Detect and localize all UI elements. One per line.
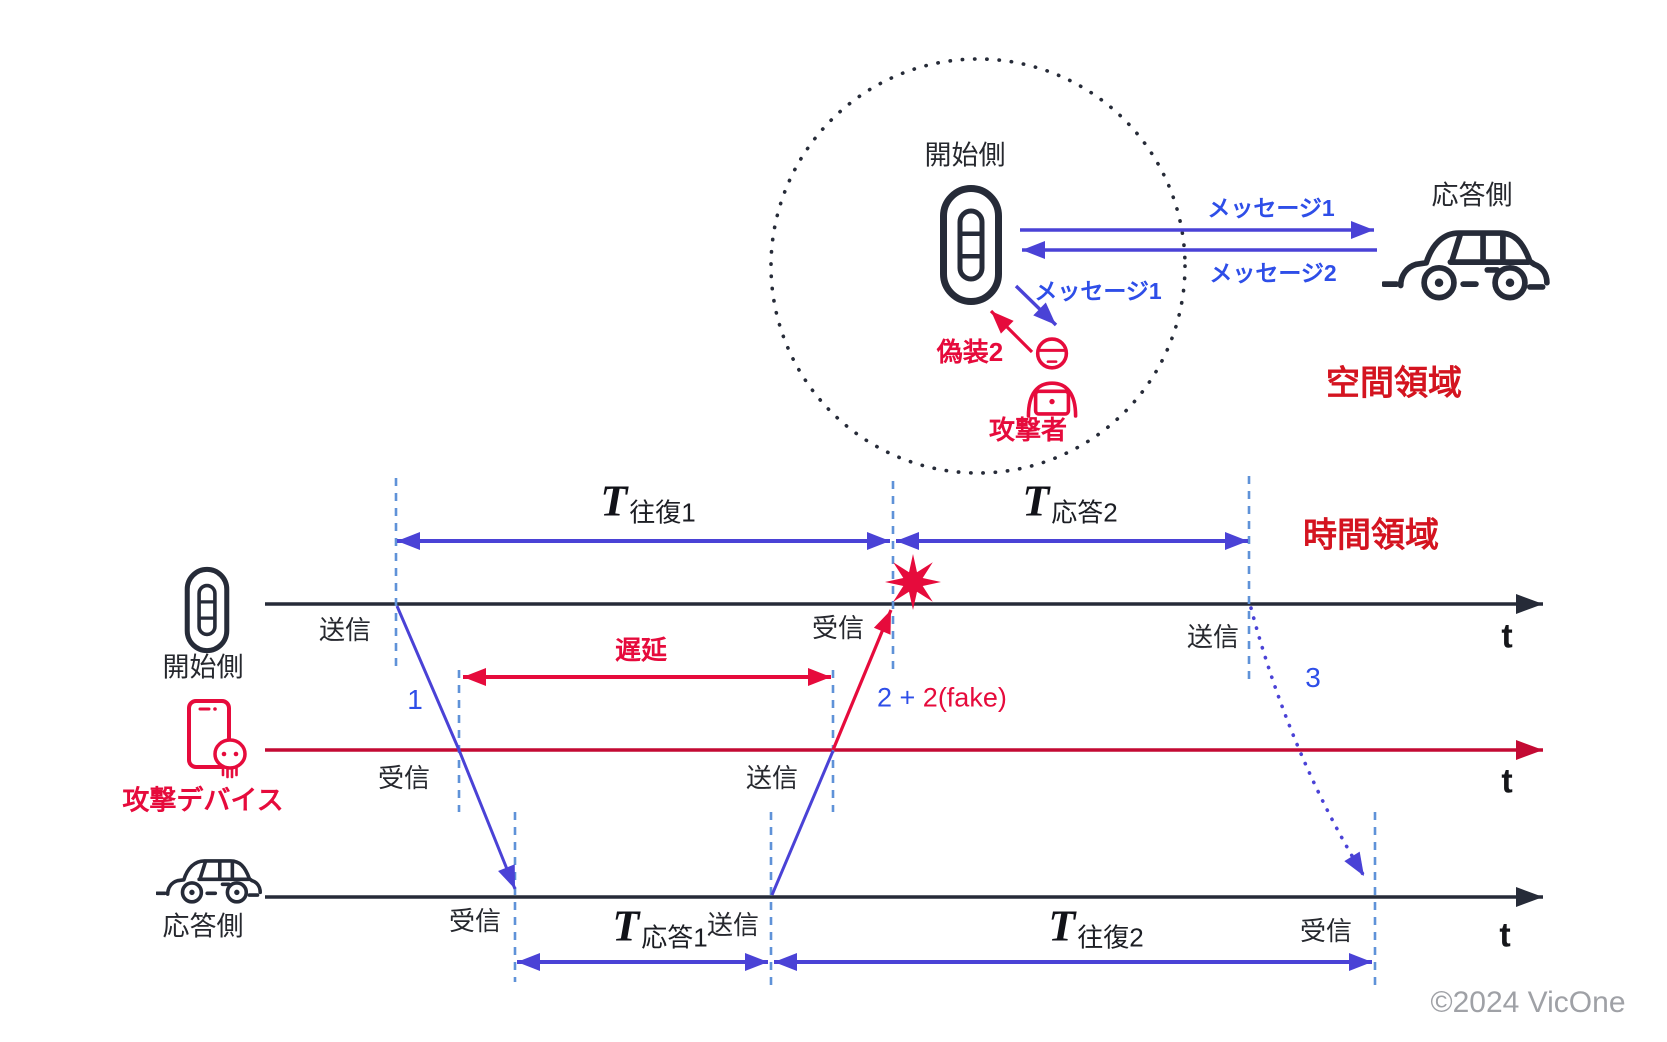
row-label-attacker: 攻撃デバイス bbox=[122, 785, 284, 816]
key-fob-icon-row bbox=[187, 569, 227, 650]
t-subscript: 応答1 bbox=[641, 922, 708, 953]
copyright-text: ©2024 VicOne bbox=[1430, 985, 1626, 1019]
event-initiator-receive: 受信 bbox=[811, 613, 865, 644]
message3-trajectory bbox=[1249, 606, 1366, 878]
t-symbol: T bbox=[612, 901, 640, 951]
proximity-range-circle bbox=[769, 57, 1187, 475]
event-attacker-receive: 受信 bbox=[377, 763, 431, 794]
t-symbol: T bbox=[1048, 901, 1076, 951]
attacker-label: 攻撃者 bbox=[988, 415, 1068, 446]
event-initiator-send1: 送信 bbox=[318, 615, 372, 646]
message2-fake-trajectory bbox=[831, 609, 893, 751]
event-responder-send: 送信 bbox=[706, 910, 760, 941]
delay-label: 遅延 bbox=[614, 635, 668, 666]
event-responder-receive2: 受信 bbox=[1299, 916, 1353, 947]
message2-real-part: 2 + bbox=[877, 682, 923, 713]
attacker-message1-arrow bbox=[1014, 284, 1058, 327]
message3-number: 3 bbox=[1305, 661, 1321, 693]
t-axis-initiator: t bbox=[1501, 617, 1513, 656]
row-label-initiator: 開始側 bbox=[162, 652, 244, 683]
attacker-message1-label: メッセージ1 bbox=[1034, 277, 1162, 304]
time-domain-label: 時間領域 bbox=[1303, 516, 1439, 555]
spatial-domain-label: 空間領域 bbox=[1326, 364, 1462, 403]
spoof-label: 偽装2 bbox=[936, 337, 1004, 368]
key-fob-icon bbox=[944, 189, 999, 302]
responder-title: 応答側 bbox=[1431, 180, 1513, 211]
t-subscript: 往復2 bbox=[1077, 922, 1144, 953]
message2-number: 2 + 2(fake) bbox=[877, 682, 1007, 713]
attack-burst-icon bbox=[885, 554, 941, 610]
attack-device-icon bbox=[187, 699, 247, 779]
t-subscript: 応答2 bbox=[1051, 497, 1118, 528]
message1-trajectory bbox=[395, 605, 517, 890]
spoof-arrow bbox=[989, 309, 1034, 354]
attacker-person-icon bbox=[1026, 337, 1078, 418]
car-icon-row bbox=[156, 859, 262, 904]
t-subscript: 往復1 bbox=[629, 497, 696, 528]
event-responder-receive1: 受信 bbox=[448, 906, 502, 937]
message2-trajectory bbox=[770, 750, 835, 896]
message1-number: 1 bbox=[407, 683, 423, 715]
initiator-title: 開始側 bbox=[924, 140, 1006, 171]
message2-fake-part: 2(fake) bbox=[922, 682, 1007, 713]
message2-label: メッセージ2 bbox=[1209, 259, 1337, 286]
event-initiator-send2: 送信 bbox=[1186, 622, 1240, 653]
row-label-responder: 応答側 bbox=[162, 911, 244, 942]
t-symbol: T bbox=[600, 476, 628, 526]
message1-label: メッセージ1 bbox=[1207, 194, 1335, 221]
event-attacker-send: 送信 bbox=[745, 763, 799, 794]
car-icon bbox=[1384, 233, 1547, 298]
t-axis-attacker: t bbox=[1501, 762, 1513, 801]
t-symbol: T bbox=[1022, 476, 1050, 526]
t-axis-responder: t bbox=[1499, 916, 1511, 955]
